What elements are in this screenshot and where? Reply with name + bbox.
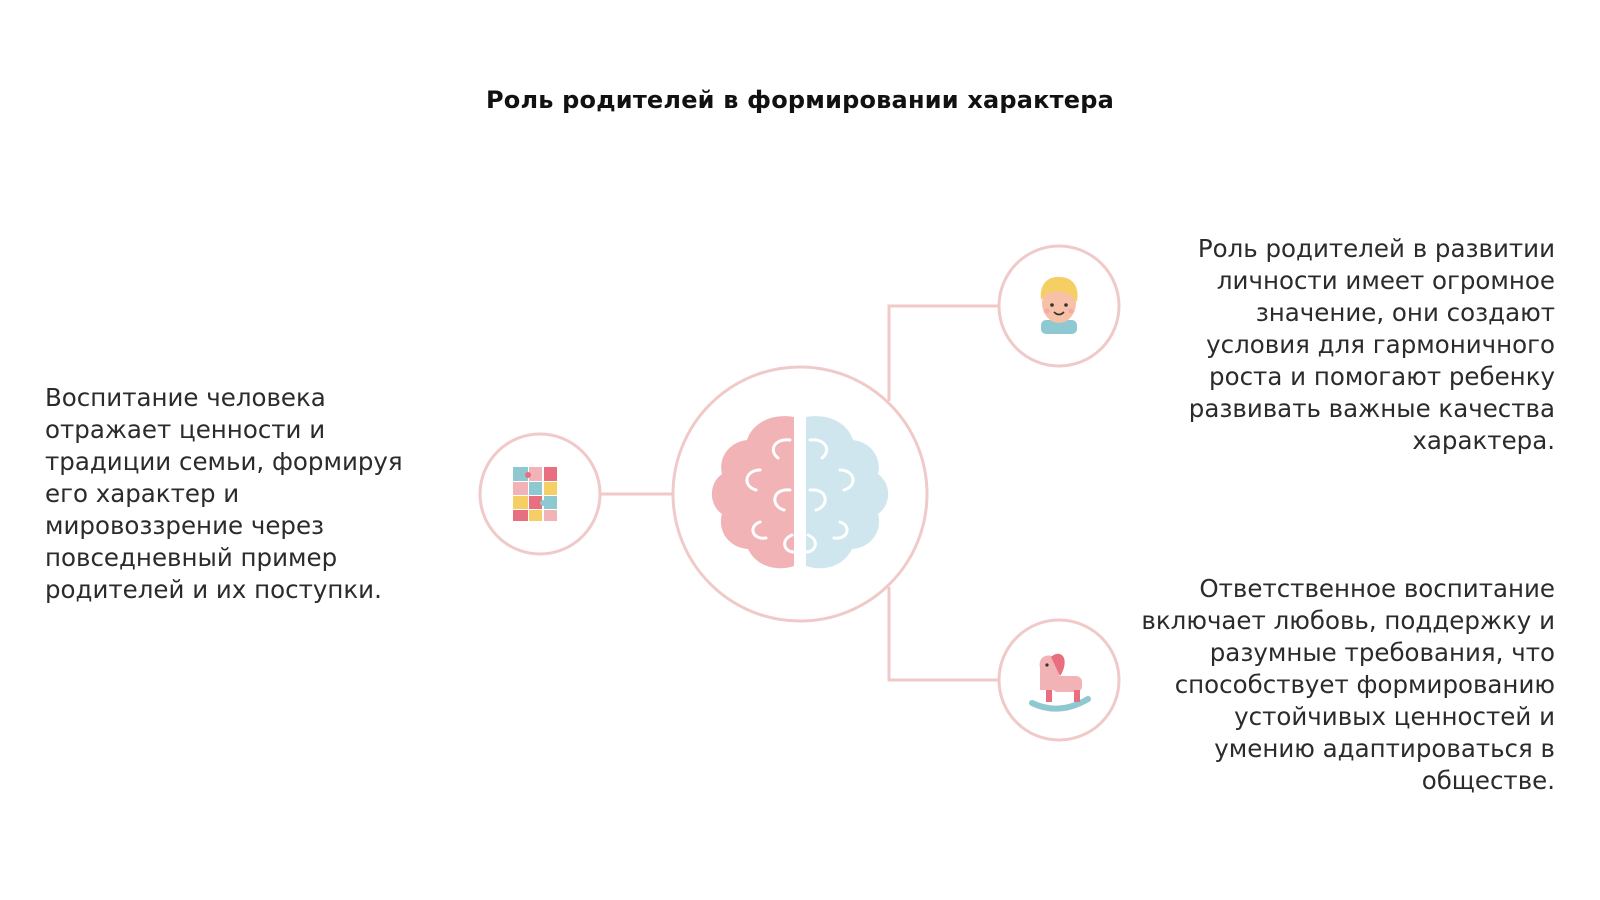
left-node-text: Воспитание человека отражает ценности и …	[45, 383, 403, 604]
connector-right-bottom	[887, 587, 999, 682]
connector-right-top	[887, 304, 999, 401]
child-face-icon	[1040, 276, 1078, 334]
right-top-node-text: Роль родителей в развитии личности имеет…	[1188, 234, 1555, 455]
brain-icon	[711, 416, 889, 569]
page-title: Роль родителей в формировании характера	[485, 86, 1115, 114]
right-bottom-node	[997, 618, 1121, 742]
right-bottom-node-text: Ответственное воспитание включает любовь…	[1141, 574, 1555, 795]
left-node	[478, 432, 602, 556]
connectors	[601, 304, 999, 682]
rocking-horse-icon	[1029, 653, 1091, 712]
puzzle-icon	[513, 467, 557, 521]
right-top-node	[997, 244, 1121, 368]
center-node	[671, 365, 929, 623]
